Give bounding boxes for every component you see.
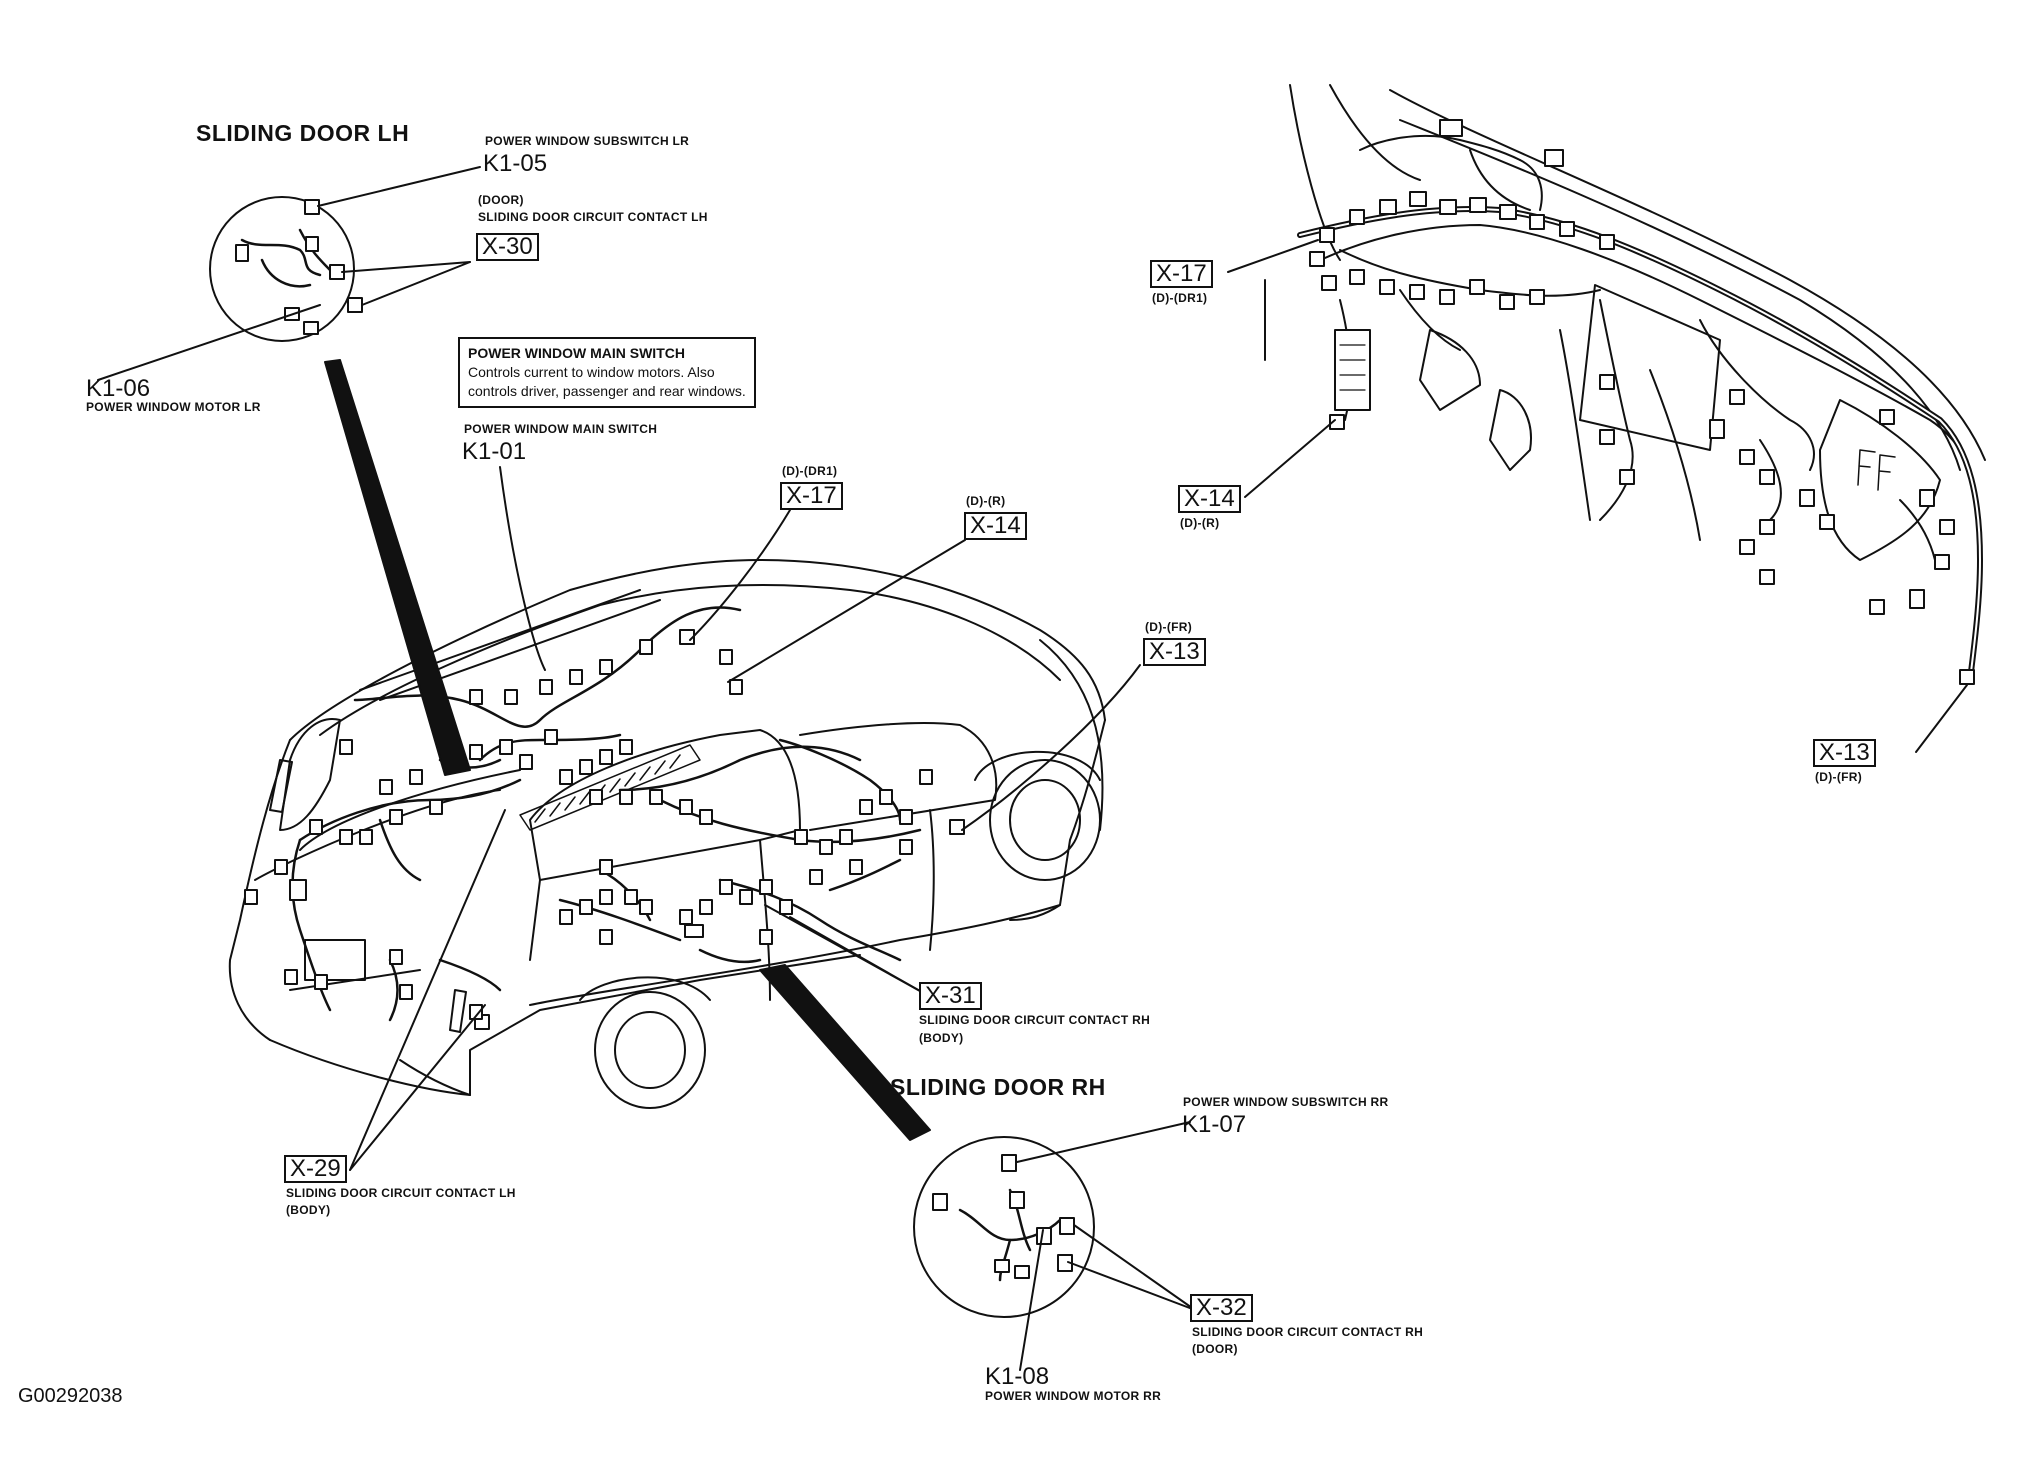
body-x-14-code: X-14: [964, 512, 1027, 540]
x-30-description: SLIDING DOOR CIRCUIT CONTACT LH: [478, 210, 708, 224]
main-switch-note-title: POWER WINDOW MAIN SWITCH: [468, 345, 685, 361]
main-switch-note-line2: controls driver, passenger and rear wind…: [468, 383, 746, 399]
k1-01-description: POWER WINDOW MAIN SWITCH: [464, 422, 658, 436]
x-29-body-tag: (BODY): [286, 1203, 331, 1217]
dash-x-17-sub: (D)-(DR1): [1152, 291, 1208, 305]
main-switch-note: POWER WINDOW MAIN SWITCH Controls curren…: [458, 337, 756, 408]
body-x-14-sub: (D)-(R): [966, 494, 1006, 508]
sliding-door-rh-heading: SLIDING DOOR RH: [890, 1074, 1106, 1100]
x-31-description: SLIDING DOOR CIRCUIT CONTACT RH: [919, 1013, 1151, 1027]
k1-07-description: POWER WINDOW SUBSWITCH RR: [1183, 1095, 1389, 1109]
body-x-17-sub: (D)-(DR1): [782, 464, 838, 478]
dashboard-view: [1264, 84, 1986, 685]
body-x-13-sub: (D)-(FR): [1145, 620, 1193, 634]
sliding-door-rh-inset: [759, 964, 1095, 1318]
x-30-door-tag: (DOOR): [478, 193, 524, 207]
body-x-17-code: X-17: [780, 482, 843, 510]
k1-05-description: POWER WINDOW SUBSWITCH LR: [485, 134, 690, 148]
dash-x-13-code: X-13: [1813, 739, 1876, 767]
k1-05-code: K1-05: [483, 150, 548, 177]
dash-x-13-sub: (D)-(FR): [1815, 770, 1863, 784]
k1-07-code: K1-07: [1182, 1111, 1247, 1138]
x-32-description: SLIDING DOOR CIRCUIT CONTACT RH: [1192, 1325, 1424, 1339]
x-32-door-tag: (DOOR): [1192, 1342, 1238, 1356]
dash-x-14-code: X-14: [1178, 485, 1241, 513]
x-30-code: X-30: [476, 233, 539, 261]
main-switch-note-line1: Controls current to window motors. Also: [468, 364, 715, 380]
sliding-door-lh-heading: SLIDING DOOR LH: [196, 120, 410, 146]
dash-x-14-sub: (D)-(R): [1180, 516, 1220, 530]
body-connectors: [244, 629, 965, 1030]
leader-lines: [97, 166, 1968, 1371]
dash-x-17-code: X-17: [1150, 260, 1213, 288]
x-31-body-tag: (BODY): [919, 1031, 964, 1045]
roof-hatching: [519, 744, 701, 831]
figure-id: G00292038: [18, 1385, 123, 1407]
k1-01-code: K1-01: [462, 438, 527, 465]
x-29-description: SLIDING DOOR CIRCUIT CONTACT LH: [286, 1186, 516, 1200]
van-body: [228, 559, 1106, 1109]
x-32-code: X-32: [1190, 1294, 1253, 1322]
k1-08-code: K1-08: [985, 1363, 1050, 1390]
k1-06-description: POWER WINDOW MOTOR LR: [86, 400, 261, 414]
sliding-door-lh-inset: [209, 196, 471, 776]
k1-08-description: POWER WINDOW MOTOR RR: [985, 1389, 1162, 1403]
body-x-13-code: X-13: [1143, 638, 1206, 666]
x-31-code: X-31: [919, 982, 982, 1010]
k1-06-code: K1-06: [86, 375, 151, 402]
x-29-code: X-29: [284, 1155, 347, 1183]
